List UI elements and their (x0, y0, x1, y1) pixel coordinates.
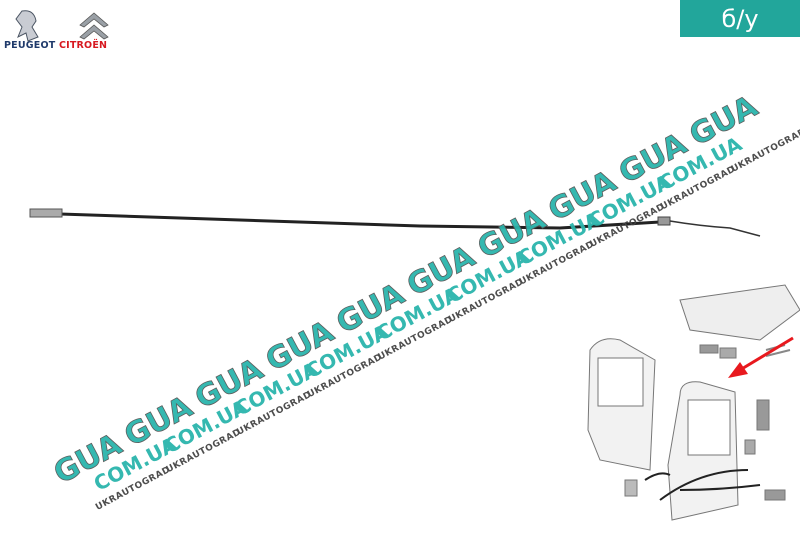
cable-end-fitting (29, 208, 63, 218)
door-diagram (587, 284, 800, 521)
brand-citroen: CITROËN (58, 40, 108, 51)
condition-badge: б/у (680, 0, 800, 37)
brand-logos (15, 10, 109, 42)
cable-end-clip (657, 216, 671, 226)
citroen-chevrons-logo (79, 12, 109, 40)
brand-peugeot: PEUGEOT (4, 40, 56, 51)
cable (29, 208, 761, 237)
brand-names: PEUGEOT CITROËN (4, 40, 107, 51)
red-arrow (728, 336, 794, 378)
peugeot-lion-logo (15, 10, 39, 42)
